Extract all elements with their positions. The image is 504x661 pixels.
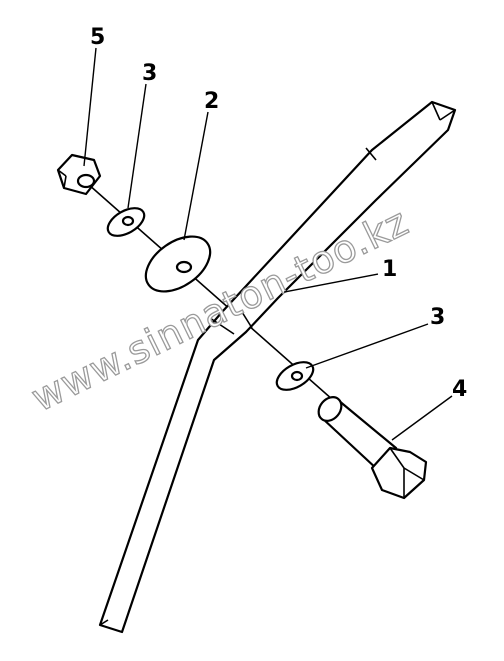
leader-line-3-bottom [305, 323, 429, 369]
hex-nut-part-5 [56, 153, 102, 196]
bracket-top-end-edge-2 [439, 109, 456, 121]
small-washer-part-3-top [106, 207, 146, 237]
leader-line-2 [183, 111, 209, 241]
callout-3-bottom: 3 [430, 305, 445, 330]
bracket-top-end-edge [431, 101, 441, 121]
callout-4: 4 [452, 377, 467, 402]
hex-bolt-part-4 [317, 396, 428, 500]
bracket-bottom-end-edge [99, 619, 109, 626]
callout-5: 5 [90, 25, 105, 50]
callout-1: 1 [382, 257, 397, 282]
bracket-part-1 [98, 100, 457, 634]
leader-line-5 [83, 47, 97, 167]
leader-line-1 [283, 273, 379, 293]
leader-line-4 [391, 395, 453, 441]
watermark-text: www.sinnaton-too.kz [25, 199, 416, 420]
small-washer-part-3-bottom [275, 361, 315, 391]
leader-line-3-top [127, 83, 147, 209]
callout-3-top: 3 [142, 61, 157, 86]
large-washer-part-2 [144, 235, 212, 293]
bracket-upper-bend-line [365, 147, 377, 161]
bracket-lower-bend-line [209, 317, 235, 335]
callout-2: 2 [204, 89, 219, 114]
bracket-hole-edge [241, 311, 253, 329]
